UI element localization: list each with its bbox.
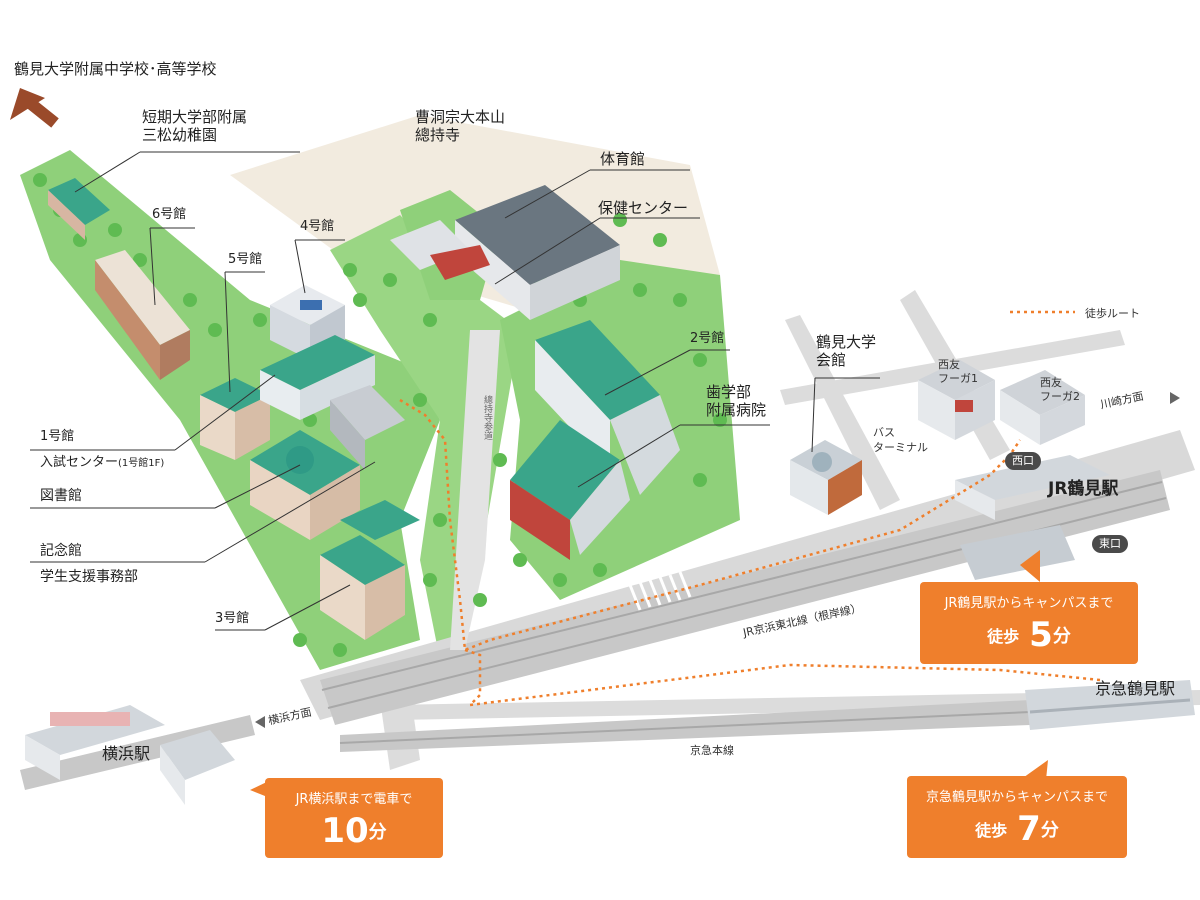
health-center-label: 保健センター (598, 199, 689, 217)
admissions-note: (1号館1F) (118, 458, 165, 469)
road (785, 315, 900, 510)
west-exit-badge: 西口 (1005, 452, 1041, 470)
university-hall-building (790, 440, 862, 515)
dental-hospital-building (510, 420, 630, 560)
east-exit-badge: 東口 (1092, 535, 1128, 553)
seiyu-fuga1-building (918, 360, 995, 440)
approach-road (450, 330, 500, 650)
jr-callout-unit: 分 (1052, 626, 1071, 647)
seiyu-fuga2-building (1000, 370, 1085, 445)
yokohama-train-callout: JR横浜駅まで電車で 10分 (265, 778, 443, 858)
kindergarten-building (48, 178, 110, 240)
jr-callout-walk: 徒歩 (987, 627, 1020, 646)
jr-tsurumi-station-label: JR鶴見駅 (1048, 479, 1119, 499)
approach-road-label: 總持寺参道 (482, 395, 492, 440)
university-hall-label: 鶴見大学 会館 (816, 333, 877, 369)
library-building (250, 430, 360, 540)
kindergarten-label: 短期大学部附属 三松幼稚園 (142, 108, 248, 144)
walk-route (399, 398, 1022, 652)
jr-callout-minutes: 5 (1029, 615, 1053, 655)
keikyu-line-label: 京急本線 (690, 744, 734, 757)
keikyu-callout-walk: 徒歩 (975, 821, 1008, 840)
crosswalk (628, 571, 692, 611)
jr-callout-title: JR鶴見駅からキャンパスまで (944, 596, 1114, 611)
yokohama-callout-time: 10分 (265, 811, 443, 851)
jr-callout-pointer (1020, 550, 1040, 582)
keikyu-callout-unit: 分 (1040, 820, 1059, 841)
keikyu-tsurumi-station-building (1025, 680, 1195, 730)
memorial-label: 記念館 (40, 543, 82, 559)
walk-route-legend-label: 徒歩ルート (1085, 307, 1140, 320)
leader-lines (30, 151, 880, 631)
jr-callout-time: 徒歩 5分 (920, 615, 1138, 655)
building-2-label: 2号館 (690, 331, 725, 346)
direction-arrow-icon (10, 88, 59, 128)
keikyu-tracks (340, 700, 1030, 752)
gym-building (390, 185, 620, 320)
building-6-label: 6号館 (152, 207, 187, 222)
affiliated-school-label: 鶴見大学附属中学校･高等学校 (14, 60, 217, 78)
library-label: 図書館 (40, 488, 82, 504)
jr-tracks (320, 470, 1170, 725)
bus-terminal-label: バス ターミナル (873, 426, 928, 454)
seiyu-fuga2-label: 西友 フーガ2 (1040, 376, 1080, 403)
kawasaki-direction-arrow-icon (1170, 392, 1180, 404)
building-4-label: 4号館 (300, 219, 335, 234)
gym-label: 体育館 (600, 150, 646, 168)
yokohama-direction-arrow-icon (255, 716, 265, 728)
admissions-label: 入試センター(1号館1F) (40, 454, 164, 473)
building-3-label: 3号館 (215, 611, 250, 626)
admissions-text: 入試センター (40, 455, 119, 470)
keikyu-tsurumi-station-label: 京急鶴見駅 (1095, 679, 1176, 698)
keikyu-callout-title: 京急鶴見駅からキャンパスまで (925, 790, 1108, 805)
yokohama-callout-minutes: 10 (321, 811, 369, 851)
keikyu-walk-callout: 京急鶴見駅からキャンパスまで 徒歩 7分 (907, 776, 1127, 858)
building-2 (535, 320, 680, 495)
yokohama-station-building (25, 705, 235, 805)
yokohama-station-label: 横浜駅 (102, 744, 151, 763)
yokohama-callout-title: JR横浜駅まで電車で (295, 792, 413, 807)
memorial-building (330, 385, 405, 470)
keikyu-callout-minutes: 7 (1017, 809, 1041, 849)
yokohama-tracks (20, 715, 255, 790)
building-6 (95, 250, 190, 380)
dental-hospital-label: 歯学部 附属病院 (706, 383, 767, 419)
building-1 (260, 335, 375, 420)
building-1-label: 1号館 (40, 429, 75, 444)
road (390, 690, 1200, 720)
jr-walk-callout: JR鶴見駅からキャンパスまで 徒歩 5分 (920, 582, 1138, 664)
keikyu-callout-time: 徒歩 7分 (907, 809, 1127, 849)
yokohama-callout-unit: 分 (368, 822, 387, 843)
sojiji-label: 曹洞宗大本山 總持寺 (415, 108, 506, 144)
building-5-label: 5号館 (228, 252, 263, 267)
student-support-label: 学生支援事務部 (40, 569, 138, 585)
seiyu-fuga1-label: 西友 フーガ1 (938, 358, 978, 385)
building-3 (320, 500, 420, 640)
walk-route (464, 648, 1101, 707)
